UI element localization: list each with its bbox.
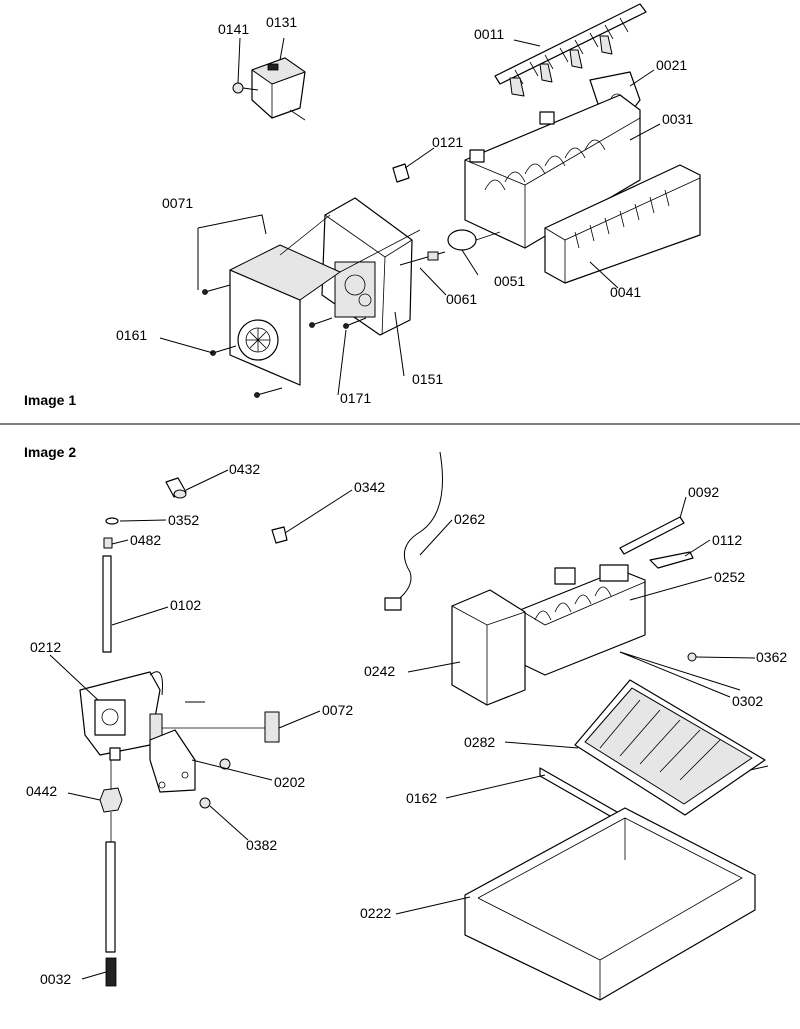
label-0151: 0151 (412, 371, 443, 387)
label-0442: 0442 (26, 783, 57, 799)
part-0011-ejector (494, 3, 647, 97)
image-1-section: 0141 0131 0011 0021 0031 0121 0071 0051 … (24, 3, 701, 408)
label-0041: 0041 (610, 284, 641, 300)
label-0141: 0141 (218, 21, 249, 37)
part-0382-screws (199, 758, 231, 809)
label-0352: 0352 (168, 512, 199, 528)
part-0302-arm (619, 651, 741, 691)
part-0222-bin (464, 807, 756, 1001)
label-0051: 0051 (494, 273, 525, 289)
part-0031-mold (464, 94, 641, 249)
label-0252: 0252 (714, 569, 745, 585)
label-0061: 0061 (446, 291, 477, 307)
label-0072: 0072 (322, 702, 353, 718)
part-0061-arm (399, 251, 446, 266)
part-0092-shaft (619, 516, 685, 555)
label-0212: 0212 (30, 639, 61, 655)
part-0242-control-head (451, 589, 526, 706)
image-2-title: Image 2 (24, 444, 76, 460)
label-0031: 0031 (662, 111, 693, 127)
label-0032: 0032 (40, 971, 71, 987)
part-0352-ring (105, 517, 119, 525)
label-0362: 0362 (756, 649, 787, 665)
label-0222: 0222 (360, 905, 391, 921)
label-0382: 0382 (246, 837, 277, 853)
label-0162: 0162 (406, 790, 437, 806)
leader-lines-image-1 (159, 37, 661, 396)
part-0432-cap (165, 477, 187, 499)
label-0071: 0071 (162, 195, 193, 211)
label-0342: 0342 (354, 479, 385, 495)
part-0342-clip (271, 526, 288, 544)
label-0011: 0011 (474, 26, 504, 42)
label-0171: 0171 (340, 390, 371, 406)
part-0072-coil (149, 711, 280, 743)
label-0262: 0262 (454, 511, 485, 527)
label-0432: 0432 (229, 461, 260, 477)
label-0282: 0282 (464, 734, 495, 750)
label-0161: 0161 (116, 327, 147, 343)
image-1-title: Image 1 (24, 392, 76, 408)
label-0112: 0112 (712, 532, 742, 548)
part-0112-lever (649, 551, 694, 569)
part-0442-nut (99, 787, 123, 813)
label-0092: 0092 (688, 484, 719, 500)
label-0242: 0242 (364, 663, 395, 679)
part-0482-ferrule (103, 537, 113, 549)
part-0212-valve (79, 671, 205, 761)
label-0102: 0102 (170, 597, 201, 613)
part-0102-tube (102, 555, 112, 653)
label-0302: 0302 (732, 693, 763, 709)
label-0121: 0121 (432, 134, 463, 150)
part-0041-cover (544, 164, 701, 284)
image-2-section: Image 2 (24, 444, 787, 1001)
label-0202: 0202 (274, 774, 305, 790)
part-0202-bracket (149, 729, 196, 793)
part-labels-image-1: 0141 0131 0011 0021 0031 0121 0071 0051 … (116, 14, 693, 406)
part-0252-icemaker (519, 564, 646, 676)
part-0282-shelf (574, 679, 769, 816)
part-0151-housing (321, 197, 413, 336)
part-0121-clip (392, 163, 410, 183)
part-0071-motor-assembly (229, 214, 421, 386)
label-0482: 0482 (130, 532, 161, 548)
part-0262-harness (384, 451, 443, 611)
label-0021: 0021 (656, 57, 687, 73)
label-0131: 0131 (266, 14, 297, 30)
part-0362-screw (687, 652, 697, 662)
part-0131-bracket (251, 57, 306, 121)
part-labels-image-2: 0432 0342 0352 0482 0102 0212 0072 0202 … (26, 461, 787, 987)
leader-lines-image-2 (49, 469, 756, 980)
part-0141-screw (232, 82, 259, 94)
